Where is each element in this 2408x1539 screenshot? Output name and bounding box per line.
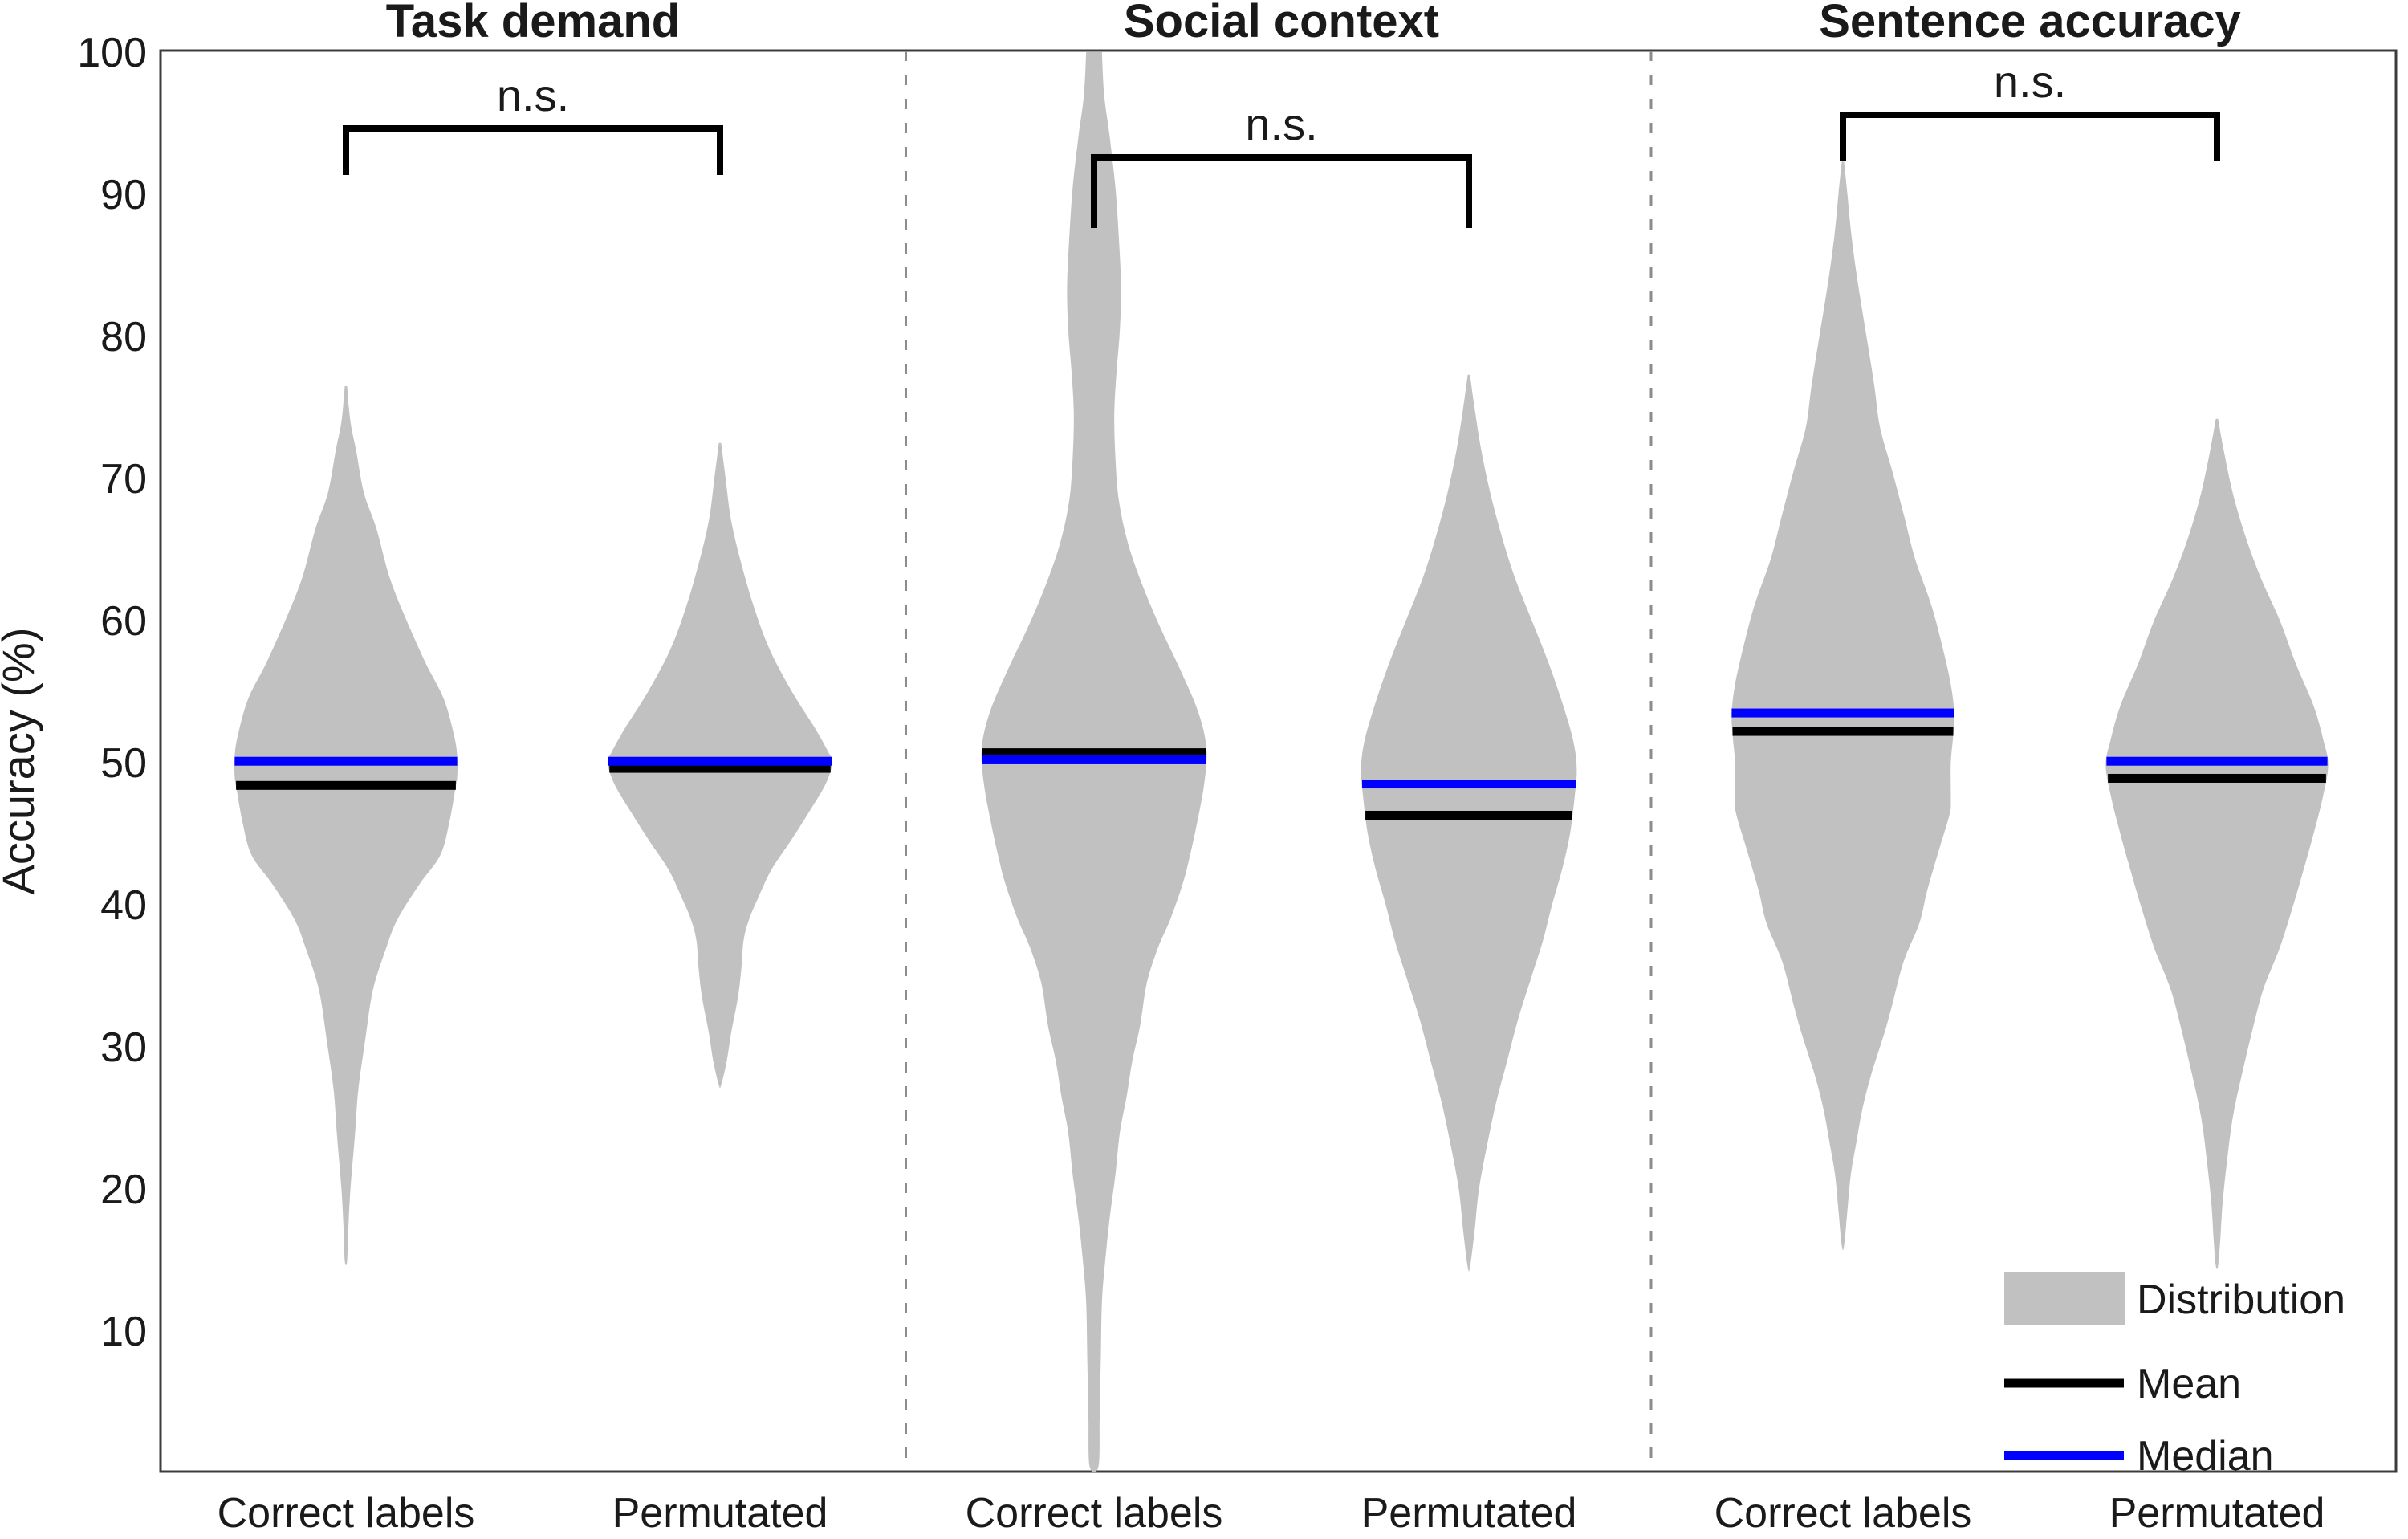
- violin-distribution-sentence-accuracy-correct-labels: [1731, 161, 1954, 1251]
- significance-group: n.s. n.s. n.s.: [343, 56, 2220, 228]
- plot-frame-group: [159, 49, 2398, 1473]
- y-tick-label: 90: [100, 172, 147, 218]
- median-line: [608, 756, 832, 766]
- mean-line: [609, 763, 831, 773]
- plot-border: [159, 49, 2398, 1473]
- significance-bracket: [343, 125, 723, 175]
- mean-median-group: [234, 708, 2328, 820]
- legend-line-mean: [2004, 1378, 2124, 1388]
- y-tick-label: 100: [77, 30, 147, 76]
- legend-line-median: [2004, 1451, 2124, 1460]
- x-tick-label: Permutated: [1361, 1490, 1577, 1537]
- mean-line: [1732, 727, 1954, 736]
- y-tick-label: 80: [100, 314, 147, 360]
- panel-titles-group: Task demand Social context Sentence accura…: [386, 0, 2241, 47]
- mean-line: [236, 780, 456, 790]
- legend-label: Distribution: [2137, 1276, 2345, 1323]
- ns-label: n.s.: [1994, 56, 2066, 107]
- median-line: [234, 756, 458, 766]
- mean-line: [1365, 810, 1572, 820]
- median-line: [1362, 780, 1576, 789]
- legend-swatch-distribution: [2004, 1272, 2125, 1325]
- significance-bracket: [1091, 154, 1472, 228]
- violin-distribution-social-context-permutated: [1361, 374, 1577, 1272]
- y-axis-label: Accuracy (%): [0, 628, 43, 895]
- median-line: [982, 755, 1206, 764]
- ns-label: n.s.: [497, 70, 569, 120]
- mean-line: [982, 748, 1206, 758]
- y-tick-label: 20: [100, 1166, 147, 1213]
- y-tick-label: 30: [100, 1024, 147, 1071]
- y-tick-label: 40: [100, 882, 147, 929]
- legend-label: Mean: [2137, 1361, 2241, 1407]
- x-tick-label: Correct labels: [218, 1490, 475, 1537]
- ns-label: n.s.: [1245, 99, 1317, 149]
- violins-group: [234, 52, 2329, 1472]
- y-tick-label: 10: [100, 1309, 147, 1355]
- violin-distribution-sentence-accuracy-permutated: [2105, 418, 2329, 1269]
- median-line: [1731, 708, 1954, 718]
- median-line: [2106, 756, 2328, 766]
- y-tick-label: 70: [100, 456, 147, 503]
- x-tick-label: Correct labels: [1714, 1490, 1972, 1537]
- significance-bracket: [1840, 112, 2220, 161]
- panel-title: Task demand: [386, 0, 680, 47]
- mean-line: [2108, 773, 2326, 783]
- x-tick-label: Permutated: [2109, 1490, 2325, 1537]
- panel-title: Social context: [1124, 0, 1439, 47]
- panel-title: Sentence accuracy: [1819, 0, 2241, 47]
- x-tick-label: Permutated: [612, 1490, 828, 1537]
- legend-label: Median: [2137, 1433, 2274, 1480]
- x-tick-label: Correct labels: [966, 1490, 1223, 1537]
- y-tick-label: 60: [100, 598, 147, 645]
- violin-distribution-task-demand-correct-labels: [234, 386, 458, 1265]
- y-tick-label: 50: [100, 740, 147, 787]
